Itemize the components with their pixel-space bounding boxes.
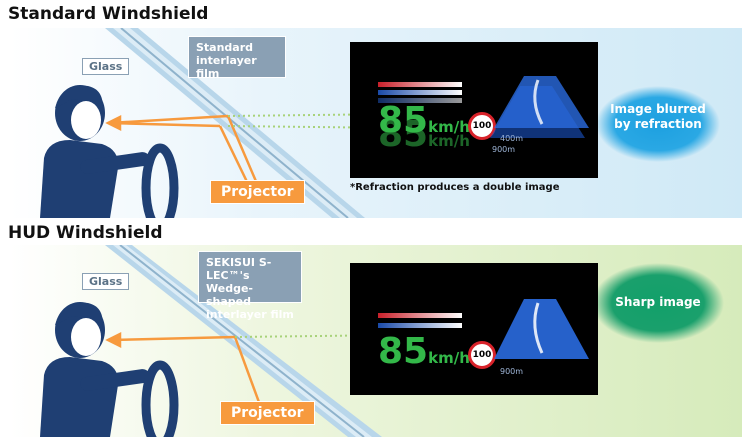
hud-glass-label: Glass: [82, 273, 130, 290]
standard-distance-2: 900m: [492, 145, 516, 154]
hud-driver-figure: [40, 302, 150, 437]
hud-speed-limit-sign: 100: [468, 341, 496, 369]
standard-projection-lines: [227, 113, 401, 129]
sharp-blob: [592, 263, 724, 343]
hud-distance: 900m: [500, 367, 524, 376]
standard-footnote: *Refraction produces a double image: [350, 182, 560, 193]
hud-speed-value: 85: [378, 331, 429, 372]
hud-diagram-art: [40, 245, 724, 437]
hud-bar-1: [378, 313, 462, 318]
hud-road-graphic: [494, 299, 589, 359]
standard-speed: 85km/h: [378, 100, 470, 141]
standard-result-text: Image blurred by refraction: [598, 102, 718, 132]
hud-steering-wheel: [141, 360, 179, 437]
standard-diagram: Glass Standard interlayer film Projector…: [10, 28, 742, 218]
standard-film-label-line2: interlayer film: [196, 54, 257, 80]
standard-steering-wheel: [141, 143, 179, 218]
standard-speed-limit-sign: 100: [468, 112, 496, 140]
standard-hud-bar-ghost: [378, 98, 462, 103]
standard-speed-unit: km/h: [428, 118, 470, 136]
hud-display: 85km/h 100 900m: [350, 263, 598, 395]
standard-film-label: Standard interlayer film: [188, 36, 286, 80]
standard-speed-ghost-value: 85: [378, 114, 429, 155]
hud-result-text: Sharp image: [615, 295, 701, 309]
hud-film-label: SEKISUI S-LEC™'s Wedge-shaped interlayer…: [198, 251, 302, 321]
standard-title: Standard Windshield: [8, 4, 209, 24]
standard-road-graphic: [490, 76, 589, 138]
standard-speed-value: 85: [378, 100, 429, 141]
standard-hud-bar-1: [378, 82, 462, 87]
standard-speed-ghost-unit: km/h: [428, 132, 470, 150]
standard-hud-display: 85km/h 85km/h 100 400m 900m: [350, 42, 598, 178]
standard-glass-label: Glass: [82, 58, 130, 75]
standard-diagram-art: [40, 28, 720, 218]
standard-projector-label: Projector: [210, 180, 305, 204]
hud-windshield: [105, 245, 382, 437]
standard-sight-lines: [105, 114, 260, 189]
standard-film-label-line1: Standard: [196, 41, 254, 54]
standard-result-line2: by refraction: [614, 117, 702, 131]
hud-speed-unit: km/h: [428, 349, 470, 367]
standard-result-line1: Image blurred: [610, 102, 706, 116]
hud-diagram: Glass SEKISUI S-LEC™'s Wedge-shaped inte…: [10, 245, 742, 437]
hud-title: HUD Windshield: [8, 223, 163, 243]
hud-speed: 85km/h: [378, 331, 470, 372]
standard-windshield: [105, 28, 365, 218]
hud-film-label-line1: SEKISUI S-LEC™'s: [206, 256, 272, 282]
hud-projector-label: Projector: [220, 401, 315, 425]
standard-speed-ghost: 85km/h: [378, 114, 470, 155]
hud-sight-lines: [105, 331, 262, 406]
hud-film-label-line3: interlayer film: [206, 308, 294, 321]
hud-bar-2: [378, 323, 462, 328]
standard-distance-1: 400m: [500, 134, 524, 143]
standard-driver-figure: [40, 85, 150, 218]
standard-hud-bar-2: [378, 90, 462, 95]
blur-blob: [596, 86, 720, 162]
hud-film-label-line2: Wedge-shaped: [206, 282, 253, 308]
